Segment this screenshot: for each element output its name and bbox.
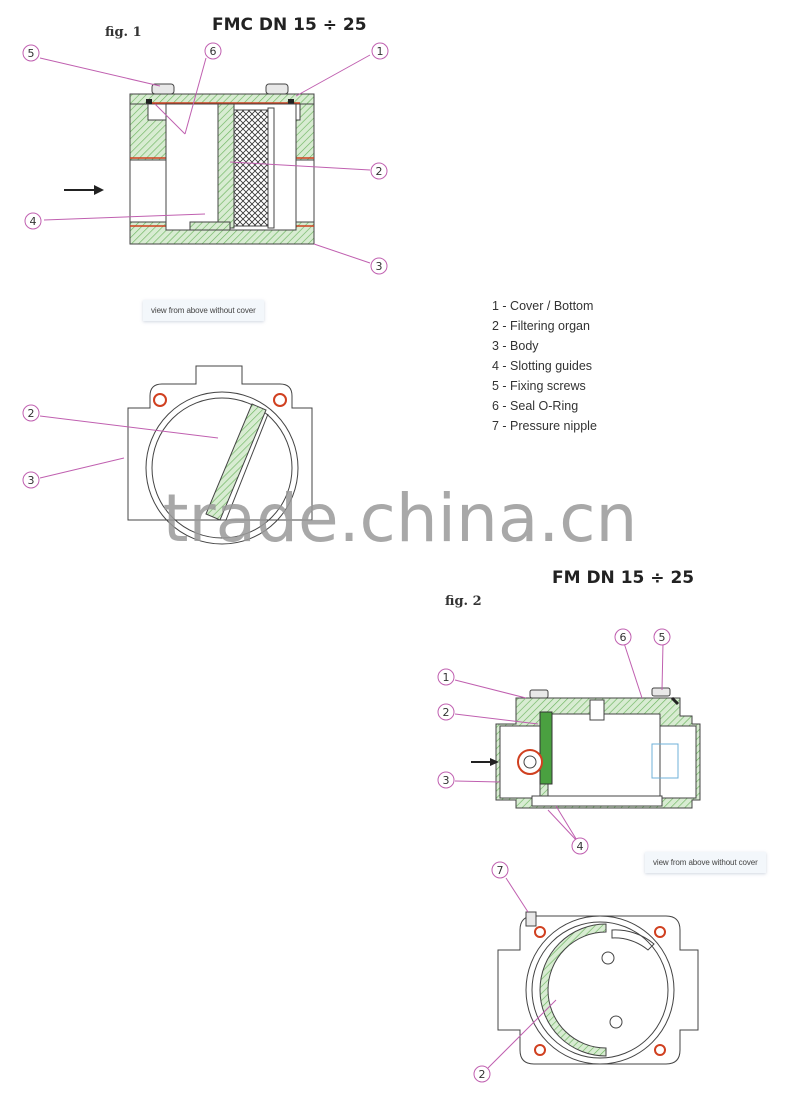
fig2-top-callout-lines — [487, 877, 557, 1069]
callout-3: 3 — [370, 257, 388, 275]
callout-6: 6 — [204, 42, 222, 60]
callout-3-top: 3 — [22, 471, 40, 489]
callout-1: 1 — [371, 42, 389, 60]
legend-item-6: 6 - Seal O-Ring — [492, 399, 579, 413]
legend-item-1: 1 - Cover / Bottom — [492, 299, 594, 313]
callout-2: 2 — [437, 703, 455, 721]
legend-item-2: 2 - Filtering organ — [492, 319, 590, 333]
fig2-label: fig. 2 — [445, 594, 482, 609]
fig2-callouts: 6 5 1 2 3 4 — [437, 628, 671, 855]
callout-5: 5 — [22, 44, 40, 62]
svg-text:7: 7 — [497, 864, 504, 877]
fig1-top-view — [127, 365, 313, 545]
fig2-top-view — [497, 911, 699, 1065]
fig1-caption: view from above without cover — [143, 300, 264, 321]
callout-4: 4 — [24, 212, 42, 230]
fig2-caption: view from above without cover — [645, 852, 766, 873]
callout-1: 1 — [437, 668, 455, 686]
legend-item-4: 4 - Slotting guides — [492, 359, 593, 373]
fig1-section-view — [64, 83, 315, 245]
legend-item-3: 3 - Body — [492, 339, 539, 353]
fig1-top-callout-lines — [39, 415, 219, 479]
svg-text:5: 5 — [659, 631, 666, 644]
svg-text:3: 3 — [28, 474, 35, 487]
svg-text:2: 2 — [443, 706, 450, 719]
legend-item-7: 7 - Pressure nipple — [492, 419, 597, 433]
callout-7-top: 7 — [491, 861, 509, 879]
svg-text:3: 3 — [443, 774, 450, 787]
legend-item-5: 5 - Fixing screws — [492, 379, 586, 393]
svg-text:2: 2 — [376, 165, 383, 178]
fig2-title: FM DN 15 ÷ 25 — [552, 568, 695, 588]
fig1-callout-lines — [39, 54, 371, 264]
callout-4: 4 — [571, 837, 589, 855]
parts-legend: 1 - Cover / Bottom 2 - Filtering organ 3… — [492, 296, 597, 436]
fig1-label: fig. 1 — [105, 25, 142, 40]
callout-5: 5 — [653, 628, 671, 646]
watermark: trade.china.cn — [162, 480, 638, 557]
svg-text:1: 1 — [377, 45, 384, 58]
svg-text:4: 4 — [30, 215, 37, 228]
fig2-section-view — [471, 687, 701, 809]
svg-text:6: 6 — [210, 45, 217, 58]
fig1-title: FMC DN 15 ÷ 25 — [212, 15, 367, 35]
fig2-callout-lines — [454, 642, 664, 843]
svg-text:1: 1 — [443, 671, 450, 684]
svg-text:2: 2 — [479, 1068, 486, 1081]
svg-text:5: 5 — [28, 47, 35, 60]
callout-2-top: 2 — [22, 404, 40, 422]
callout-2-top: 2 — [473, 1065, 491, 1083]
callout-6: 6 — [614, 628, 632, 646]
svg-text:6: 6 — [620, 631, 627, 644]
svg-text:2: 2 — [28, 407, 35, 420]
fig1-callouts: 5 6 1 2 4 3 — [22, 42, 389, 275]
svg-text:3: 3 — [376, 260, 383, 273]
callout-2: 2 — [370, 162, 388, 180]
callout-3: 3 — [437, 771, 455, 789]
svg-text:4: 4 — [577, 840, 584, 853]
